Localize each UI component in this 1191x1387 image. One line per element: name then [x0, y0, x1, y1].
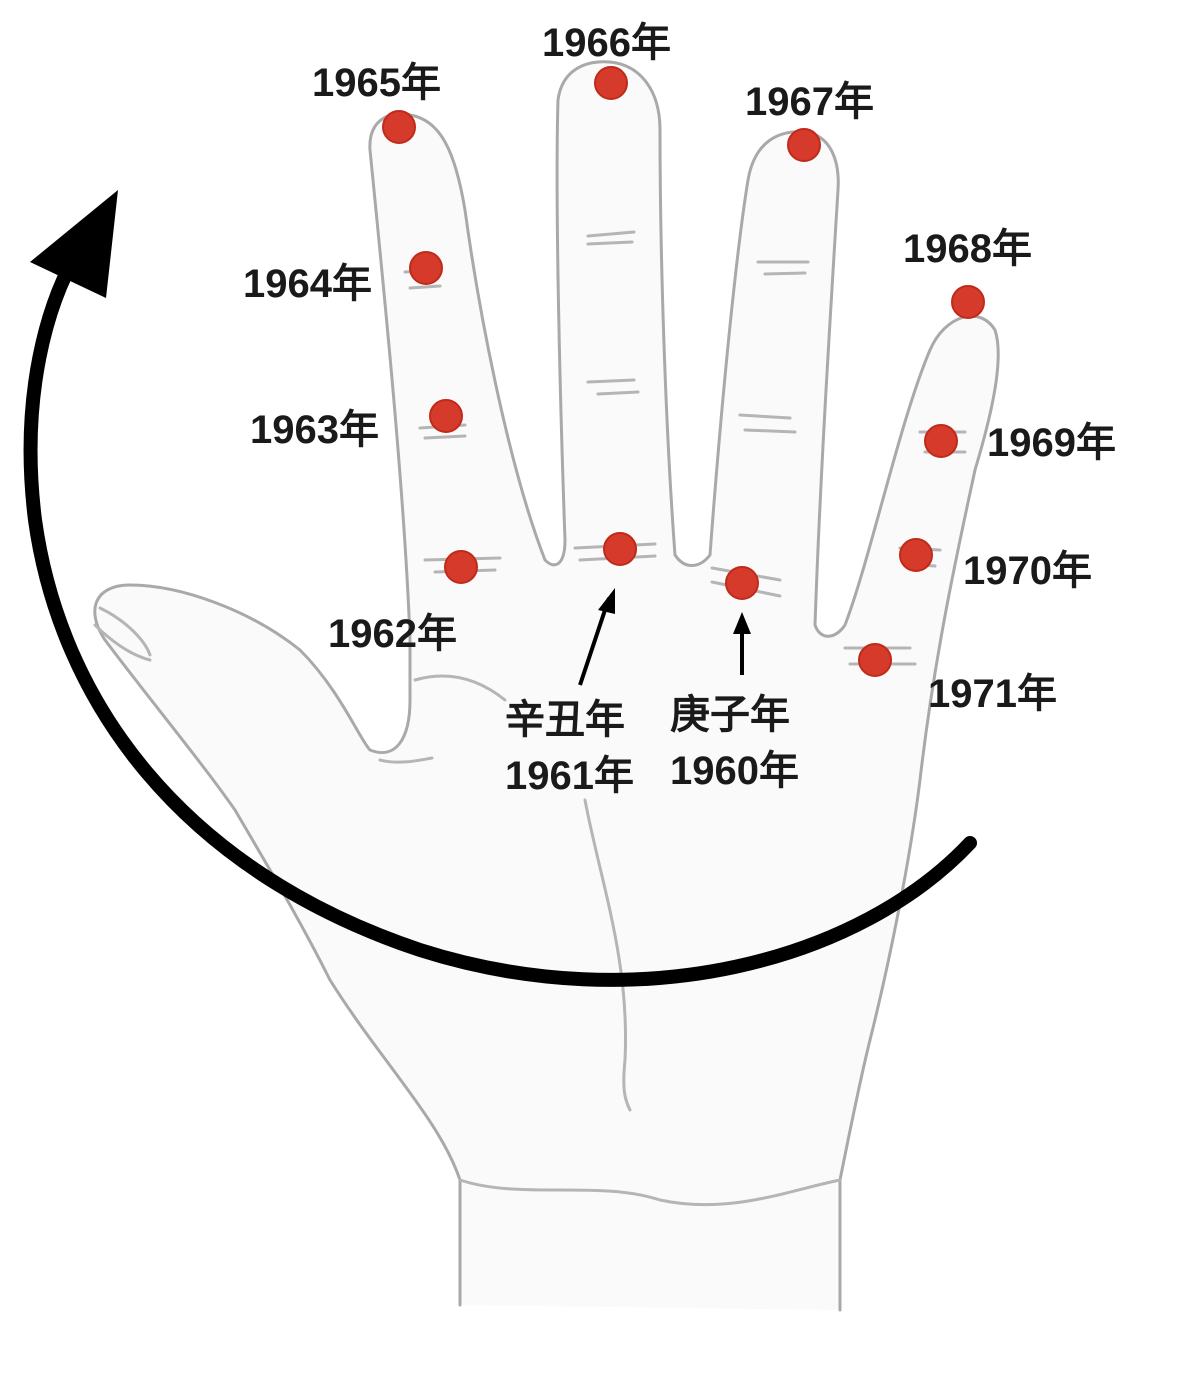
label-1960: 1960年: [670, 749, 799, 793]
label-1962: 1962年: [328, 612, 457, 656]
markers: [382, 66, 985, 677]
marker-1970: [899, 538, 933, 572]
label-1965: 1965年: [312, 61, 441, 105]
sublabel-1960: 庚子年: [670, 693, 790, 737]
label-1969: 1969年: [987, 421, 1116, 465]
marker-1971: [858, 643, 892, 677]
labels: 1965年 1966年 1967年 1968年 1964年 1963年 1962…: [243, 21, 1116, 798]
marker-1965: [382, 110, 416, 144]
direction-arrow: [23, 190, 977, 987]
marker-1963: [429, 399, 463, 433]
label-1971: 1971年: [928, 672, 1057, 716]
arrow-1961: [578, 597, 611, 686]
label-1964: 1964年: [243, 262, 372, 306]
label-1963: 1963年: [250, 408, 379, 452]
marker-1969: [924, 424, 958, 458]
label-1961: 1961年: [505, 754, 634, 798]
hand-outline: [93, 60, 1000, 1312]
label-1967: 1967年: [745, 80, 874, 124]
marker-1967: [787, 128, 821, 162]
label-1966: 1966年: [542, 21, 671, 65]
marker-1968: [951, 285, 985, 319]
arrow-1960-head: [733, 612, 751, 634]
label-1970: 1970年: [963, 549, 1092, 593]
arrow-1961-head: [598, 588, 615, 614]
pointer-arrows: [578, 588, 751, 686]
label-1968: 1968年: [903, 227, 1032, 271]
marker-1962: [444, 550, 478, 584]
marker-1966: [594, 66, 628, 100]
marker-1960: [725, 566, 759, 600]
arrow-curve: [23, 233, 977, 987]
marker-1961: [603, 532, 637, 566]
arrow-head: [30, 190, 118, 298]
sublabel-1961: 辛丑年: [505, 698, 625, 742]
marker-1964: [409, 251, 443, 285]
